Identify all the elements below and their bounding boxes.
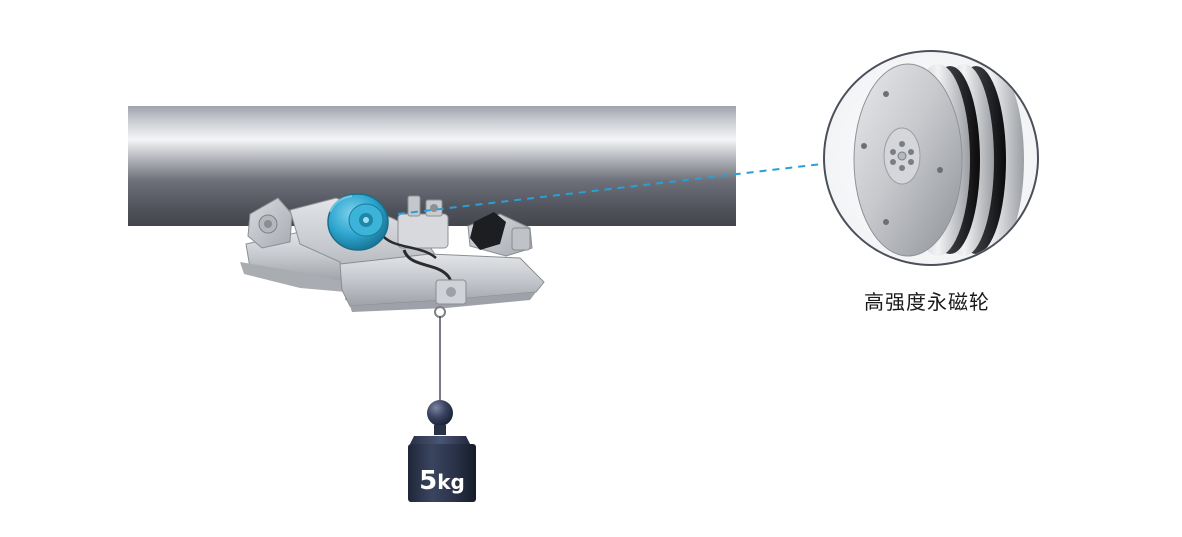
magnetic-wheel-photo [853,63,1024,257]
magnetic-wheel-callout [823,50,1039,266]
weight-body [408,444,476,502]
crawler-robot [240,193,545,318]
callout-leader-line [397,163,823,215]
weight-label: 5kg [419,466,465,496]
weight-ball [427,400,453,426]
test-weight: 5kg [408,400,476,502]
magnetic-wheel-caption: 高强度永磁轮 [864,290,990,314]
drive-motor [327,193,389,251]
